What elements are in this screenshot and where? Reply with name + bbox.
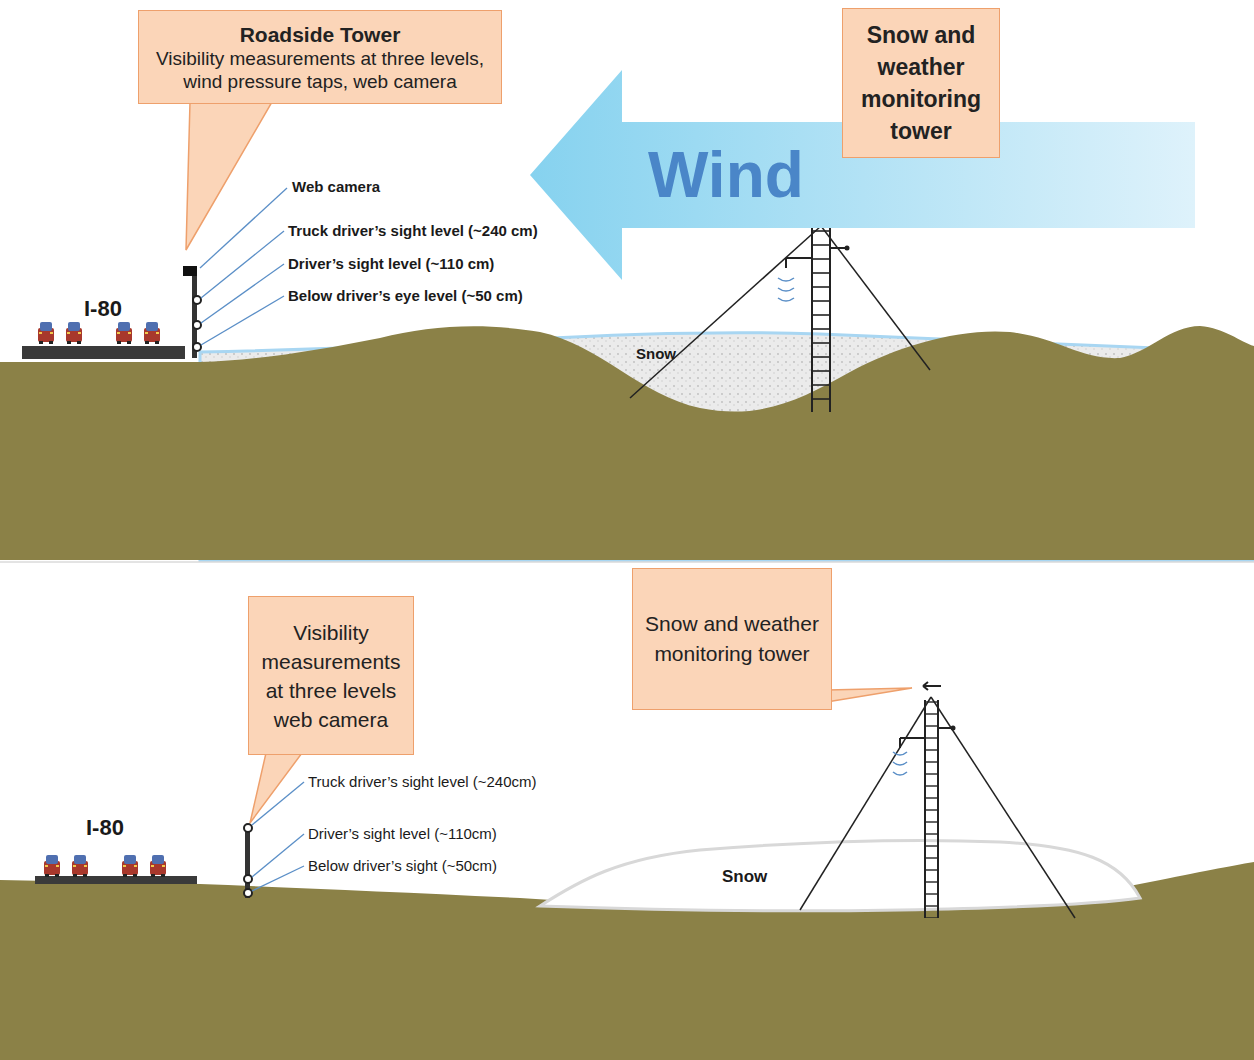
callout-text: Snow and weather monitoring tower (851, 19, 991, 147)
callout-text: Snow and weather monitoring tower (641, 609, 823, 669)
sight-level-label: Truck driver’s sight level (~240cm) (308, 773, 537, 791)
leader-lines (200, 188, 287, 345)
web-camera (183, 266, 197, 276)
callout-tail (250, 753, 302, 823)
snow-label: Snow (722, 866, 767, 887)
callout-text: Visibility measurements at three levels,… (147, 47, 493, 93)
monitoring-tower (800, 682, 1075, 918)
sight-level-label: Below driver’s sight (~50cm) (308, 857, 497, 875)
sight-level-label: Below driver’s eye level (~50 cm) (288, 287, 523, 305)
monitoring-tower (630, 209, 930, 412)
road-name: I-80 (84, 296, 122, 322)
sight-level-label: Driver’s sight level (~110 cm) (288, 255, 494, 273)
sight-level-label: Driver’s sight level (~110cm) (308, 825, 497, 843)
callout-box: Visibility measurements at three levels … (248, 596, 414, 755)
sight-level-label: Truck driver’s sight level (~240 cm) (288, 222, 538, 240)
roadside-pole (245, 826, 250, 898)
snow-mound (540, 840, 1140, 910)
callout-text: Visibility measurements at three levels … (257, 618, 405, 734)
callout-tail (186, 102, 272, 250)
road (35, 876, 197, 884)
arrow-label: Wind (648, 140, 804, 210)
callout-box: Snow and weather monitoring tower (632, 568, 832, 710)
road (22, 346, 185, 359)
callout-heading: Roadside Tower (147, 22, 493, 47)
road-name: I-80 (86, 815, 124, 841)
callout-box: Roadside TowerVisibility measurements at… (138, 10, 502, 104)
terrain (0, 326, 1254, 560)
snow-label: Snow (636, 344, 676, 363)
sight-level-label: Web camera (292, 178, 380, 196)
callout-box: Snow and weather monitoring tower (842, 8, 1000, 158)
